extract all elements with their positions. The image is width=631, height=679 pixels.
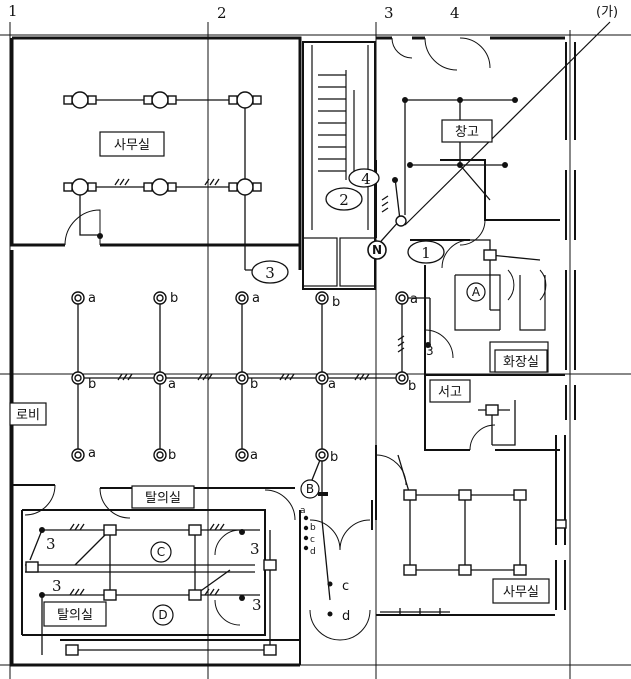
lobby-lamps: [71, 291, 409, 462]
switch-toilet: [425, 342, 431, 348]
lamp-office-5: [143, 178, 177, 196]
door-letter-d: d: [342, 609, 350, 624]
b-switch-bank: a b c d c d: [300, 492, 350, 624]
switch-office: [97, 233, 103, 239]
room-label-office-bottom: 사무실: [503, 585, 539, 600]
circle-letter-d: D: [158, 608, 167, 622]
lamp-storage-3: [512, 97, 518, 103]
lobby-letter: b: [250, 377, 258, 392]
grid-label-2: 2: [217, 4, 227, 22]
switch-count-labels: 3 3 3 3 3: [46, 344, 434, 614]
switch-count-toilet: 3: [426, 344, 434, 358]
switch-locker-2: [39, 592, 45, 598]
b-switch-letter: a: [300, 506, 306, 516]
b-switch-letter: d: [310, 547, 316, 557]
switch-count-locker-right-2: 3: [252, 596, 262, 614]
circle-letter-b: B: [306, 482, 314, 496]
b-switch-letter: b: [310, 523, 316, 533]
circle-number-2: 2: [339, 191, 349, 209]
lamp-storage-6: [502, 162, 508, 168]
fluorescent-lamps: [25, 249, 567, 656]
ga-marker-label: (가): [596, 5, 618, 20]
lamp-storage-1: [402, 97, 408, 103]
room-label-locker-1: 탈의실: [145, 491, 181, 506]
room-labels: 사무실 창고 화장실 서고 로비 탈의실 탈의실 사무실: [9, 119, 550, 627]
circle-letter-c: C: [157, 545, 165, 559]
lobby-letter: b: [332, 295, 340, 310]
room-label-office-top: 사무실: [114, 138, 150, 153]
lobby-letter: a: [88, 446, 96, 461]
lobby-letter: b: [408, 379, 416, 394]
grid-label-3: 3: [384, 4, 394, 22]
lamp-office-2: [143, 91, 177, 109]
grid-label-4: 4: [450, 4, 460, 22]
lamp-office-3: [228, 91, 262, 109]
circle-number-1: 1: [421, 244, 431, 262]
door-letter-c: c: [342, 579, 349, 594]
switch-locker-2-right: [239, 595, 245, 601]
circle-letter-a: A: [472, 285, 481, 299]
switch-storage: [392, 177, 398, 183]
switch-locker-1-right: [239, 529, 245, 535]
room-label-toilet: 화장실: [503, 355, 539, 370]
lamp-storage-5: [457, 162, 463, 168]
lobby-switch-letters: a b a b a b a b a b a b a b a b: [88, 291, 418, 465]
lobby-letter: a: [250, 448, 258, 463]
lobby-letter: b: [168, 448, 176, 463]
lamp-office-1: [63, 91, 97, 109]
ga-leader-line: [404, 21, 611, 226]
lobby-letter: a: [168, 377, 176, 392]
lobby-letter: b: [330, 450, 338, 465]
circle-letter-n: N: [372, 243, 382, 257]
lobby-letter: a: [328, 377, 336, 392]
lamp-storage-4: [407, 162, 413, 168]
room-label-locker-2: 탈의실: [57, 608, 93, 623]
circled-markers: 3 2 4 1 N A B C D: [150, 168, 486, 626]
lobby-letter: a: [88, 291, 96, 306]
lobby-letter: a: [252, 291, 260, 306]
switch-count-locker-left-1: 3: [46, 535, 56, 553]
b-switch-letter: c: [310, 535, 315, 545]
lobby-letter: a: [410, 292, 418, 307]
circle-number-4: 4: [361, 170, 371, 188]
lamp-office-6: [228, 178, 262, 196]
wiring: [29, 99, 541, 655]
lobby-letter: b: [170, 291, 178, 306]
lamp-office-4: [63, 178, 97, 196]
lobby-letter: b: [88, 377, 96, 392]
grid-label-1: 1: [8, 2, 18, 20]
switch-count-locker-left-2: 3: [52, 577, 62, 595]
switch-count-locker-right-1: 3: [250, 540, 260, 558]
room-label-lobby: 로비: [16, 408, 40, 423]
walls: [10, 36, 576, 667]
room-label-storage: 창고: [455, 125, 479, 140]
switch-locker-1: [39, 527, 45, 533]
circle-number-3: 3: [265, 264, 275, 282]
room-label-archive: 서고: [438, 385, 462, 400]
lamp-storage-2: [457, 97, 463, 103]
lamps: [25, 91, 567, 656]
